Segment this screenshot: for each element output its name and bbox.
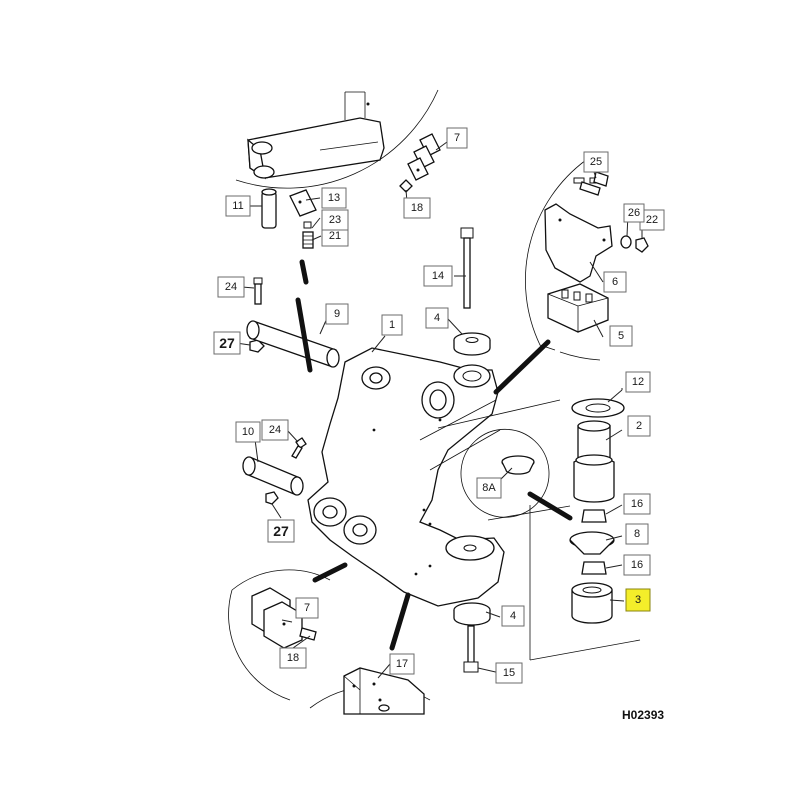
callout-2: 2 xyxy=(627,415,651,437)
svg-text:11: 11 xyxy=(232,200,243,212)
svg-text:10: 10 xyxy=(242,426,254,438)
callout-14: 14 xyxy=(423,265,453,287)
svg-text:8A: 8A xyxy=(482,482,496,494)
detail-8a-view xyxy=(460,428,550,518)
callout-26: 26 xyxy=(623,203,645,223)
callout-25: 25 xyxy=(583,151,609,173)
svg-text:15: 15 xyxy=(503,667,515,679)
callout-27-top: 27 xyxy=(213,331,241,355)
callout-16-upper: 16 xyxy=(623,493,651,515)
callout-4-top: 4 xyxy=(425,307,449,329)
svg-text:16: 16 xyxy=(631,498,643,510)
svg-text:5: 5 xyxy=(618,330,624,342)
svg-text:18: 18 xyxy=(287,652,299,664)
svg-text:22: 22 xyxy=(646,214,658,226)
callout-18-bottom: 18 xyxy=(279,647,307,669)
callout-24-top: 24 xyxy=(217,276,245,298)
svg-text:24: 24 xyxy=(225,281,237,293)
callout-18-top: 18 xyxy=(403,197,431,219)
svg-text:17: 17 xyxy=(396,658,408,670)
svg-text:16: 16 xyxy=(631,559,643,571)
callout-8a: 8A xyxy=(476,477,502,499)
callout-5: 5 xyxy=(609,325,633,347)
callout-24-mid: 24 xyxy=(261,419,289,441)
svg-text:1: 1 xyxy=(389,319,395,331)
svg-text:4: 4 xyxy=(510,610,516,622)
callout-15: 15 xyxy=(495,662,523,684)
callout-22: 22 xyxy=(639,209,665,231)
svg-text:12: 12 xyxy=(632,376,644,388)
svg-text:7: 7 xyxy=(304,602,310,614)
callout-21: 21 xyxy=(321,225,349,247)
bearing-stack xyxy=(437,398,641,661)
svg-text:26: 26 xyxy=(628,207,640,219)
callout-3-highlighted: 3 xyxy=(625,588,651,612)
svg-text:6: 6 xyxy=(612,276,618,288)
callout-labels: 1 2 3 4 4 5 6 7 7 8 8A 9 10 11 12 13 14 … xyxy=(213,127,665,684)
callout-23: 23 xyxy=(321,209,349,231)
callout-10: 10 xyxy=(235,421,261,443)
callout-8: 8 xyxy=(625,523,649,545)
svg-text:9: 9 xyxy=(334,308,340,320)
svg-text:13: 13 xyxy=(328,192,340,204)
svg-text:7: 7 xyxy=(454,132,460,144)
svg-text:21: 21 xyxy=(329,230,341,242)
callout-17: 17 xyxy=(389,653,415,675)
callout-6: 6 xyxy=(603,271,627,293)
loose-parts xyxy=(242,227,491,673)
svg-text:23: 23 xyxy=(329,214,341,226)
bottom-detail-view xyxy=(309,667,431,715)
callout-11: 11 xyxy=(225,195,251,217)
detail-connector-lines xyxy=(295,259,573,651)
svg-text:18: 18 xyxy=(411,202,423,214)
main-frame-assembly xyxy=(307,347,505,607)
svg-text:27: 27 xyxy=(273,523,289,539)
callout-12: 12 xyxy=(625,371,651,393)
top-detail-view xyxy=(235,89,441,249)
callout-13: 13 xyxy=(321,187,347,209)
callout-9: 9 xyxy=(325,303,349,325)
right-detail-view xyxy=(525,159,649,361)
svg-text:4: 4 xyxy=(434,312,440,324)
bottom-left-detail-view xyxy=(228,569,331,701)
svg-text:3: 3 xyxy=(635,594,641,606)
callout-4-bottom: 4 xyxy=(501,605,525,627)
figure-reference-code: H02393 xyxy=(622,708,664,722)
svg-text:8: 8 xyxy=(634,528,640,540)
callout-27-mid: 27 xyxy=(267,519,295,543)
svg-text:2: 2 xyxy=(636,420,642,432)
svg-text:27: 27 xyxy=(219,335,235,351)
callout-1: 1 xyxy=(381,314,403,336)
callout-7-bottom: 7 xyxy=(295,597,319,619)
frame-holes xyxy=(372,418,442,576)
callout-16-lower: 16 xyxy=(623,554,651,576)
svg-text:14: 14 xyxy=(432,270,444,282)
callout-7-top: 7 xyxy=(446,127,468,149)
svg-text:24: 24 xyxy=(269,424,281,436)
svg-text:25: 25 xyxy=(590,156,602,168)
